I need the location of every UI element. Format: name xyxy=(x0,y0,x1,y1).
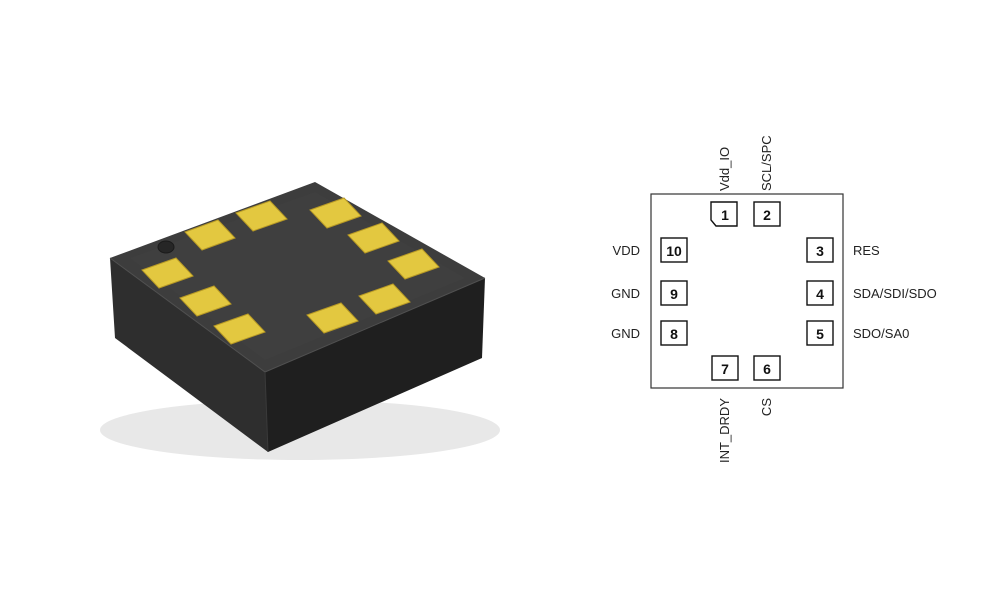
pad xyxy=(141,257,194,289)
pad xyxy=(309,197,362,229)
chip-side-face xyxy=(265,278,485,452)
pin-5-number: 5 xyxy=(816,326,824,342)
pin-9-number: 9 xyxy=(670,286,678,302)
pin-1-box xyxy=(710,201,738,227)
pin-1-label: Vdd_IO xyxy=(717,147,732,191)
pin-4-box xyxy=(806,280,834,306)
pin-2-box xyxy=(753,201,781,227)
pin-8-label: GND xyxy=(611,326,640,341)
pin-9: 9 GND xyxy=(611,280,688,306)
pad xyxy=(347,222,400,254)
pin1-marker-dot xyxy=(157,240,175,254)
pad xyxy=(213,313,266,345)
pin-2-label: SCL/SPC xyxy=(759,135,774,191)
pin-3: 3 RES xyxy=(806,237,880,263)
pin-6-number: 6 xyxy=(763,361,771,377)
pin-3-number: 3 xyxy=(816,243,824,259)
pin-10-number: 10 xyxy=(666,243,682,259)
pin-2: 2 SCL/SPC xyxy=(753,135,781,227)
pin-8-number: 8 xyxy=(670,326,678,342)
chip-package-image xyxy=(100,182,500,460)
pin-4: 4 SDA/SDI/SDO xyxy=(806,280,937,306)
pin-3-label: RES xyxy=(853,243,880,258)
pad xyxy=(306,302,359,334)
gold-pads xyxy=(141,197,440,345)
pin-6: 6 CS xyxy=(753,355,781,416)
pin-10-box xyxy=(660,237,688,263)
chip-front-face xyxy=(110,258,268,452)
pad xyxy=(235,200,288,232)
pad xyxy=(179,285,232,317)
pin-1-number: 1 xyxy=(721,207,729,223)
pin-5-box xyxy=(806,320,834,346)
chip-vertical-edge xyxy=(264,371,269,453)
pin-9-label: GND xyxy=(611,286,640,301)
pin-10: 10 VDD xyxy=(613,237,688,263)
pin-6-label: CS xyxy=(759,398,774,416)
pad xyxy=(184,219,236,251)
pin-5: 5 SDO/SA0 xyxy=(806,320,909,346)
pin-2-number: 2 xyxy=(763,207,771,223)
pin-4-label: SDA/SDI/SDO xyxy=(853,286,937,301)
pad xyxy=(387,248,440,280)
pin-7-number: 7 xyxy=(721,361,729,377)
pin-7-label: INT_DRDY xyxy=(717,398,732,463)
pin-10-label: VDD xyxy=(613,243,640,258)
pin-5-label: SDO/SA0 xyxy=(853,326,909,341)
pin-7: 7 INT_DRDY xyxy=(711,355,739,463)
pin-6-box xyxy=(753,355,781,381)
pin-7-box xyxy=(711,355,739,381)
pin-3-box xyxy=(806,237,834,263)
pin-8: 8 GND xyxy=(611,320,688,346)
pin-1: 1 Vdd_IO xyxy=(710,147,738,227)
pin-9-box xyxy=(660,280,688,306)
pinout-diagram: 1 Vdd_IO 2 SCL/SPC 3 RES 4 SDA/SDI/SDO 5… xyxy=(611,135,937,463)
pin-4-number: 4 xyxy=(816,286,824,302)
pad xyxy=(358,283,411,315)
pin-8-box xyxy=(660,320,688,346)
